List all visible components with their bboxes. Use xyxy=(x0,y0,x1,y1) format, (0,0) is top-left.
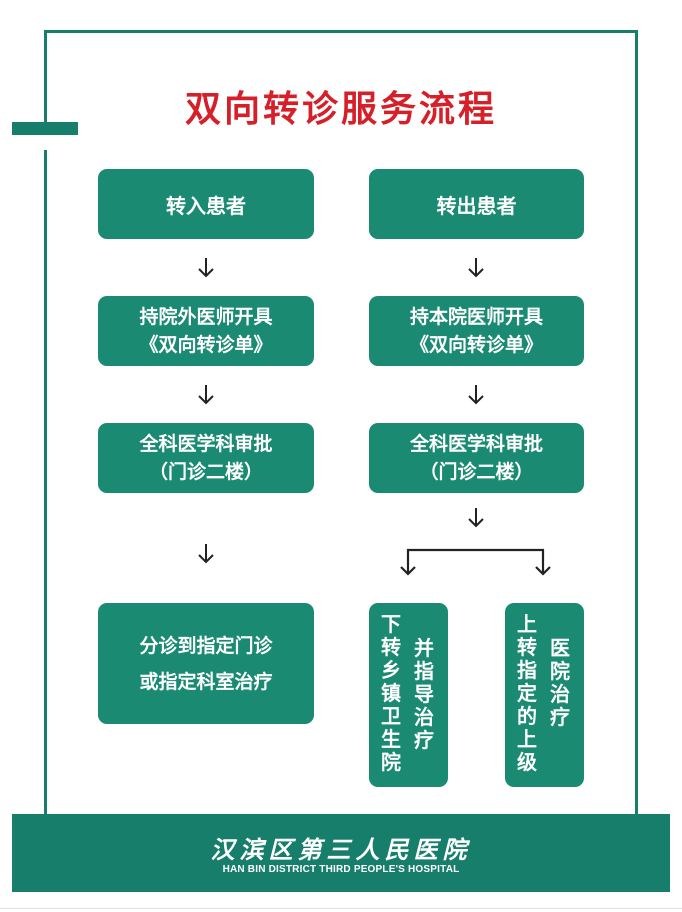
branch-down-char: 转 xyxy=(381,635,401,659)
right-step-2-line-1: 持本院医师开具 xyxy=(409,306,543,328)
hospital-name-en: HAN BIN DISTRICT THIRD PEOPLE'S HOSPITAL xyxy=(222,864,460,875)
arrow-down-icon xyxy=(198,258,214,278)
branch-down-char: 治 xyxy=(414,705,434,729)
branch-up-char: 上 xyxy=(517,727,537,751)
branch-up-col-1: 上 转 指 定 的 上 级 xyxy=(516,613,538,774)
branch-down-col-1: 下 转 乡 镇 卫 生 院 xyxy=(380,613,402,774)
left-step-3: 全科医学科审批 （门诊二楼） xyxy=(98,423,314,493)
branch-down-char: 卫 xyxy=(381,704,401,728)
branch-down-char: 院 xyxy=(381,750,401,774)
left-step-1: 转入患者 xyxy=(98,169,314,239)
branch-down-char: 并 xyxy=(414,636,434,660)
branch-up-char: 疗 xyxy=(550,705,570,729)
branch-down-char: 镇 xyxy=(381,681,401,705)
branch-down-char: 导 xyxy=(414,682,434,706)
branch-down-char: 乡 xyxy=(381,658,401,682)
right-step-2-line-2: 《双向转诊单》 xyxy=(409,334,543,356)
left-step-4: 分诊到指定门诊 或指定科室治疗 xyxy=(98,603,314,724)
branch-down-col-2: 并 指 导 治 疗 xyxy=(413,637,435,752)
right-step-3-line-1: 全科医学科审批 xyxy=(409,433,543,455)
branch-up-char: 定 xyxy=(517,681,537,705)
right-step-3: 全科医学科审批 （门诊二楼） xyxy=(369,423,584,493)
left-step-4-line-2: 或指定科室治疗 xyxy=(139,670,273,693)
branch-up-char: 转 xyxy=(517,635,537,659)
arrow-down-icon xyxy=(468,385,484,405)
branch-up-char: 上 xyxy=(517,612,537,636)
left-step-2-line-1: 持院外医师开具 xyxy=(139,306,273,328)
right-step-3-line-2: （门诊二楼） xyxy=(419,461,534,483)
branch-up-char: 治 xyxy=(550,682,570,706)
arrow-down-icon xyxy=(468,508,484,528)
poster-frame xyxy=(44,30,638,814)
left-step-3-line-1: 全科医学科审批 xyxy=(139,433,273,455)
branch-up-char: 的 xyxy=(517,704,537,728)
right-step-2: 持本院医师开具 《双向转诊单》 xyxy=(369,296,584,366)
footer-banner: 汉滨区第三人民医院 HAN BIN DISTRICT THIRD PEOPLE'… xyxy=(12,814,670,892)
branch-up-char: 指 xyxy=(517,658,537,682)
frame-notch xyxy=(12,122,78,135)
branch-up-char: 医 xyxy=(550,636,570,660)
arrow-down-icon xyxy=(468,258,484,278)
left-step-2-line-2: 《双向转诊单》 xyxy=(139,334,273,356)
arrow-down-icon xyxy=(198,544,214,564)
page-title: 双向转诊服务流程 xyxy=(184,89,497,130)
branch-down-box: 下 转 乡 镇 卫 生 院 并 指 导 治 疗 xyxy=(369,603,448,787)
branch-connector xyxy=(400,548,551,576)
branch-down-char: 疗 xyxy=(414,728,434,752)
bottom-divider xyxy=(0,908,682,909)
branch-down-char: 生 xyxy=(381,727,401,751)
left-step-3-line-2: （门诊二楼） xyxy=(148,461,263,483)
branch-up-col-2: 医 院 治 疗 xyxy=(549,637,571,729)
right-step-1: 转出患者 xyxy=(369,169,584,239)
branch-up-box: 上 转 指 定 的 上 级 医 院 治 疗 xyxy=(505,603,584,787)
left-step-4-line-1: 分诊到指定门诊 xyxy=(139,634,273,657)
branch-up-char: 院 xyxy=(550,659,570,683)
branch-up-char: 级 xyxy=(517,750,537,774)
hospital-name-cn: 汉滨区第三人民医院 xyxy=(210,835,472,864)
arrow-down-icon xyxy=(198,385,214,405)
left-step-1-label: 转入患者 xyxy=(166,193,246,218)
frame-gap xyxy=(40,135,50,150)
branch-down-char: 下 xyxy=(381,612,401,636)
left-step-2: 持院外医师开具 《双向转诊单》 xyxy=(98,296,314,366)
right-step-1-label: 转出患者 xyxy=(436,193,517,218)
branch-down-char: 指 xyxy=(414,659,434,683)
